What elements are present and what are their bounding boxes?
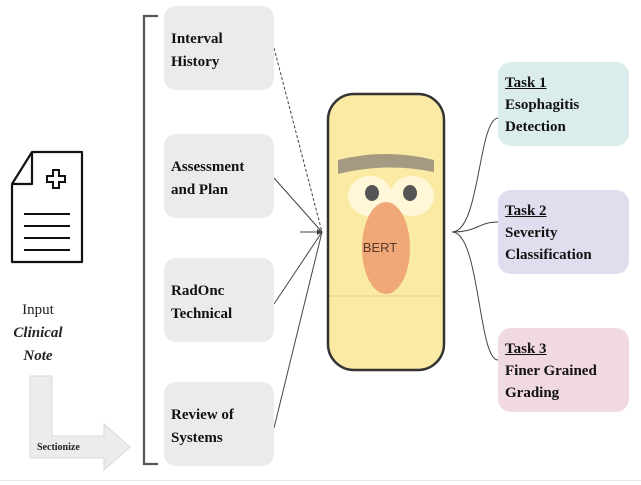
section-label-line1: Review of bbox=[171, 407, 234, 423]
section-label-line1: RadOnc bbox=[171, 283, 225, 299]
bert-model-figure bbox=[326, 92, 446, 372]
task-desc-line1: Esophagitis bbox=[505, 97, 580, 113]
clinical-note-document-icon bbox=[10, 150, 84, 264]
bottom-divider bbox=[0, 480, 641, 481]
task-desc-line2: Classification bbox=[505, 247, 592, 263]
section-assessment-and-plan: Assessment and Plan bbox=[164, 134, 274, 218]
section-interval-history: Interval History bbox=[164, 6, 274, 90]
input-label: Input bbox=[22, 302, 54, 318]
sectionize-arrow bbox=[29, 375, 131, 472]
section-label-line2: and Plan bbox=[171, 182, 229, 198]
task-1-box: Task 1 Esophagitis Detection bbox=[498, 62, 629, 146]
input-caption: Input Clinical Note bbox=[0, 299, 76, 368]
section-label-line2: Technical bbox=[171, 306, 233, 322]
section-radonc-technical: RadOnc Technical bbox=[164, 258, 274, 342]
task-desc-line1: Severity bbox=[505, 225, 558, 241]
task-2-box: Task 2 Severity Classification bbox=[498, 190, 629, 274]
section-label-line2: History bbox=[171, 54, 220, 70]
input-label-clinical: Clinical bbox=[13, 325, 63, 341]
task-desc-line1: Finer Grained bbox=[505, 363, 597, 379]
section-review-of-systems: Review of Systems bbox=[164, 382, 274, 466]
section-label-line1: Interval bbox=[171, 31, 223, 47]
sectionize-label: Sectionize bbox=[37, 442, 80, 453]
task-3-box: Task 3 Finer Grained Grading bbox=[498, 328, 629, 412]
task-title: Task 3 bbox=[505, 341, 547, 357]
section-to-bert-connectors bbox=[273, 47, 323, 429]
task-title: Task 2 bbox=[505, 203, 547, 219]
sections-bracket bbox=[142, 14, 158, 466]
task-desc-line2: Detection bbox=[505, 119, 566, 135]
section-label-line2: Systems bbox=[171, 430, 223, 446]
task-title: Task 1 bbox=[505, 75, 547, 91]
task-desc-line2: Grading bbox=[505, 385, 560, 401]
input-label-note: Note bbox=[23, 348, 53, 364]
section-label-line1: Assessment bbox=[171, 159, 245, 175]
bert-to-task-connectors bbox=[451, 117, 499, 361]
bert-label: BERT bbox=[362, 240, 398, 255]
